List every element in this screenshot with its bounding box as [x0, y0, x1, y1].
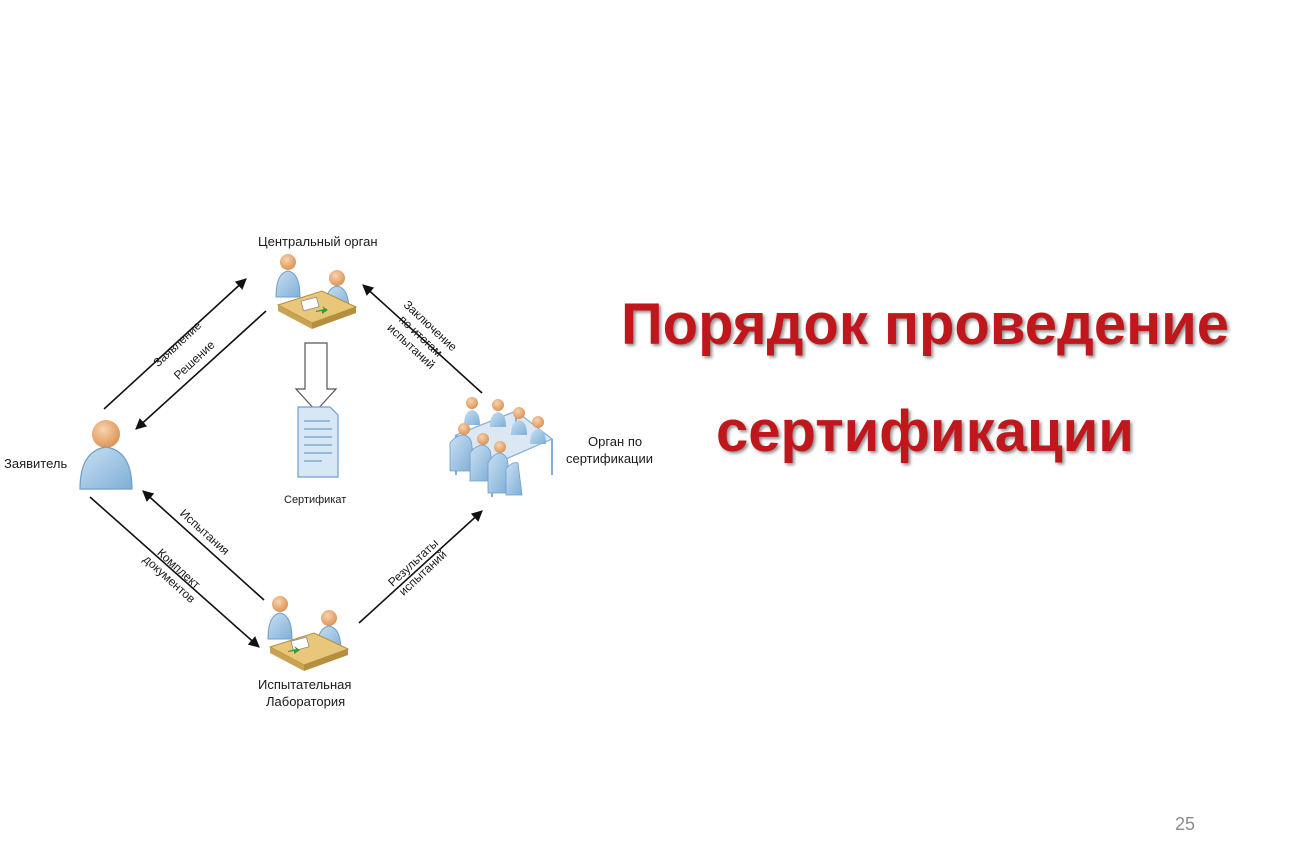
- arrow-results: [358, 510, 483, 624]
- testing-lab-icon: [267, 596, 350, 671]
- lab-label-line1: Испытательная: [258, 677, 351, 692]
- arrow-decision: [135, 310, 267, 430]
- arrow-application: [103, 278, 247, 410]
- arrow-documents: [89, 496, 260, 648]
- arrow-tests: [142, 490, 265, 601]
- central-organ-label: Центральный орган: [258, 234, 378, 249]
- slide-title-line-1: Порядок проведение: [620, 292, 1230, 357]
- certification-body-icon: [449, 397, 554, 497]
- certification-body-label-line2: сертификации: [566, 451, 653, 466]
- slide-title-line-2: сертификации: [716, 399, 1134, 464]
- arrow-conclusion: [362, 284, 483, 394]
- page-number: 25: [1174, 814, 1196, 834]
- central-organ-icon: [275, 254, 358, 329]
- certification-body-label-line1: Орган по: [588, 434, 642, 449]
- certificate-label: Сертификат: [284, 494, 346, 506]
- applicant-label: Заявитель: [4, 456, 67, 471]
- lab-label-line2: Лаборатория: [266, 694, 345, 709]
- certification-flow-diagram: Центральный орган Заявитель: [4, 234, 653, 709]
- certificate-document-icon: [297, 406, 339, 478]
- certificate-down-arrow: [294, 342, 338, 412]
- applicant-icon: [79, 420, 133, 490]
- edge-label-tests: Испытания: [177, 506, 232, 558]
